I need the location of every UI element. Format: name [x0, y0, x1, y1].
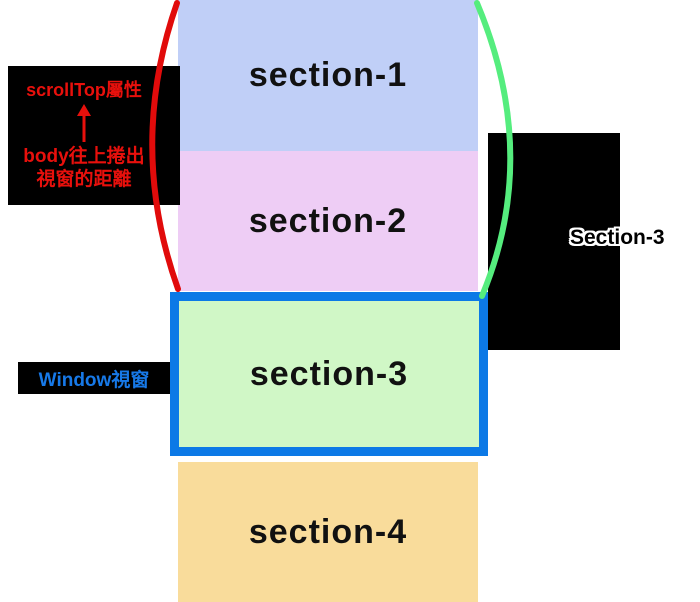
window-label-box: Window視窗 — [18, 362, 170, 394]
section-1-label: section-1 — [248, 56, 408, 94]
window-label-text: Window視窗 — [38, 369, 150, 391]
section-4-block: section-4 — [178, 462, 478, 602]
section-2-block: section-2 — [178, 151, 478, 291]
scrolltop-description-line1: body往上捲出 — [23, 146, 145, 167]
scrolltop-annotation-box: scrollTop屬性 body往上捲出 視窗的距離 — [8, 66, 180, 205]
section-1-block: section-1 — [178, 0, 478, 151]
section-4-label: section-4 — [248, 512, 408, 551]
scrolltop-description-line2: 視窗的距離 — [36, 169, 132, 190]
window-viewport-box: section-3 — [170, 292, 488, 456]
scrolltop-description: body往上捲出 視窗的距離 — [23, 145, 144, 191]
scrolltop-title: scrollTop屬性 — [26, 80, 142, 100]
right-annotation-label: Section-3 — [570, 226, 665, 249]
up-arrow-icon — [77, 104, 91, 142]
section-3-label: section-3 — [249, 354, 409, 393]
section-2-label: section-2 — [248, 201, 408, 240]
